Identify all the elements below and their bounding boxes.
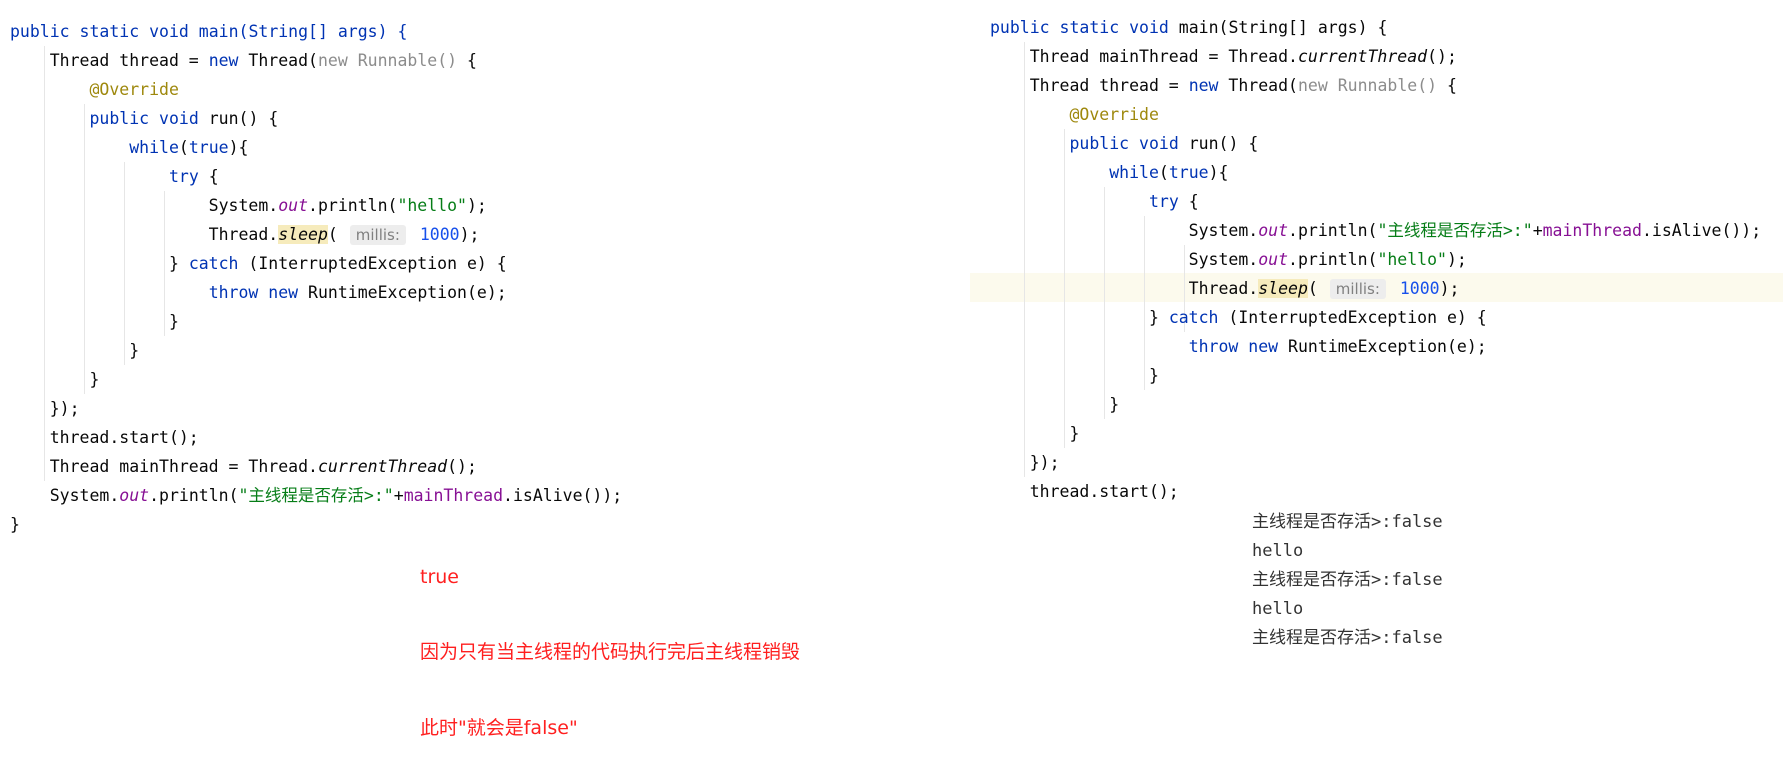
- code-line: });: [990, 448, 1060, 477]
- code-line: Thread mainThread = Thread.currentThread…: [990, 42, 1457, 71]
- code-text: System.out.println("主线程是否存活>:"+mainThrea…: [10, 486, 623, 505]
- code-text: System.out.println("主线程是否存活>:"+mainThrea…: [990, 221, 1762, 240]
- indent-guide: [1144, 216, 1145, 390]
- console-line: 主线程是否存活>:false: [1252, 570, 1443, 590]
- code-line: }: [990, 390, 1119, 419]
- code-text: public static void main(String[] args) {: [10, 22, 408, 41]
- console-output: 主线程是否存活>:false hello 主线程是否存活>:false hell…: [1252, 508, 1652, 668]
- console-line: 主线程是否存活>:false: [1252, 512, 1443, 532]
- code-line: try {: [990, 187, 1199, 216]
- code-text: Thread mainThread = Thread.currentThread…: [990, 47, 1457, 66]
- code-line: @Override: [990, 100, 1159, 129]
- indent-guide: [84, 104, 85, 394]
- code-text: Thread.sleep( millis: 1000);: [10, 225, 480, 245]
- code-text: try {: [168, 167, 219, 186]
- indent-guide: [44, 46, 45, 481]
- code-line: @Override: [10, 75, 179, 104]
- annotation-line: 此时"就会是false": [420, 717, 578, 739]
- indent-guide: [1024, 42, 1025, 477]
- code-text: Thread thread = new Thread(new Runnable(…: [10, 51, 477, 70]
- right-code-panel: public static void main(String[] args) {…: [990, 13, 1780, 513]
- annotation-line: 因为只有当主线程的代码执行完后主线程销毁: [420, 641, 801, 663]
- code-line: System.out.println("主线程是否存活>:"+mainThrea…: [990, 216, 1762, 245]
- console-line: hello: [1252, 599, 1304, 619]
- console-line: 主线程是否存活>:false: [1252, 628, 1443, 648]
- code-line: thread.start();: [990, 477, 1179, 506]
- code-line: public static void main(String[] args) {: [10, 17, 407, 46]
- code-text: @Override: [10, 80, 179, 99]
- code-text: public void run() {: [1069, 134, 1259, 153]
- code-line: Thread.sleep( millis: 1000);: [10, 220, 479, 249]
- code-text: System.out.println("hello");: [10, 196, 487, 215]
- code-line: Thread thread = new Thread(new Runnable(…: [10, 46, 477, 75]
- code-text: });: [990, 453, 1060, 472]
- code-line: while(true){: [990, 158, 1228, 187]
- code-line: });: [10, 394, 80, 423]
- indent-guide: [1104, 187, 1105, 419]
- code-line: public static void main(String[] args) {: [990, 13, 1387, 42]
- code-text: while(true){: [129, 138, 249, 157]
- indent-guide: [1064, 129, 1065, 448]
- code-text: try {: [1148, 192, 1199, 211]
- code-text: while(true){: [1109, 163, 1229, 182]
- code-line: Thread mainThread = Thread.currentThread…: [10, 452, 477, 481]
- code-text: thread.start();: [10, 428, 199, 447]
- code-text: @Override: [990, 105, 1159, 124]
- code-text: Thread.sleep( millis: 1000);: [990, 279, 1460, 299]
- code-line: Thread thread = new Thread(new Runnable(…: [990, 71, 1457, 100]
- code-text: } catch (InterruptedException e) {: [10, 254, 507, 273]
- code-line: System.out.println("hello");: [10, 191, 487, 220]
- code-text: System.out.println("hello");: [990, 250, 1467, 269]
- annotation-note: true 因为只有当主线程的代码执行完后主线程销毁 此时"就会是false": [420, 518, 800, 766]
- code-line: System.out.println("hello");: [990, 245, 1467, 274]
- code-line: throw new RuntimeException(e);: [990, 332, 1487, 361]
- code-line: while(true){: [10, 133, 248, 162]
- code-line: public void run() {: [10, 104, 278, 133]
- indent-guide: [124, 162, 125, 365]
- code-line: try {: [10, 162, 219, 191]
- code-text: throw new RuntimeException(e);: [208, 283, 507, 302]
- code-line: throw new RuntimeException(e);: [10, 278, 507, 307]
- code-text: public void run() {: [89, 109, 279, 128]
- code-line: System.out.println("主线程是否存活>:"+mainThrea…: [10, 481, 623, 510]
- indent-guide: [1184, 245, 1185, 332]
- code-line: }: [10, 510, 20, 539]
- code-text: Thread thread = new Thread(new Runnable(…: [990, 76, 1457, 95]
- code-line: } catch (InterruptedException e) {: [990, 303, 1487, 332]
- code-line: }: [10, 365, 99, 394]
- code-text: }: [10, 312, 179, 331]
- code-text: }: [10, 515, 20, 534]
- code-line: Thread.sleep( millis: 1000);: [990, 274, 1459, 303]
- console-line: hello: [1252, 541, 1304, 561]
- code-line: thread.start();: [10, 423, 199, 452]
- left-code-panel: public static void main(String[] args) {…: [10, 17, 960, 537]
- code-text: }: [990, 366, 1159, 385]
- code-line: }: [990, 361, 1159, 390]
- code-line: }: [990, 419, 1079, 448]
- code-text: thread.start();: [990, 482, 1179, 501]
- annotation-line: true: [420, 566, 459, 588]
- code-text: }: [990, 395, 1120, 414]
- code-line: public void run() {: [990, 129, 1258, 158]
- code-text: }: [10, 341, 140, 360]
- code-text: }: [990, 424, 1080, 443]
- code-text: Thread mainThread = Thread.currentThread…: [10, 457, 477, 476]
- code-text: } catch (InterruptedException e) {: [990, 308, 1487, 327]
- indent-guide: [164, 191, 165, 336]
- code-line: }: [10, 307, 179, 336]
- code-line: }: [10, 336, 139, 365]
- code-text: });: [10, 399, 80, 418]
- code-text: }: [10, 370, 100, 389]
- code-text: public static void main(String[] args) {: [990, 18, 1388, 37]
- code-line: } catch (InterruptedException e) {: [10, 249, 507, 278]
- code-text: throw new RuntimeException(e);: [1188, 337, 1487, 356]
